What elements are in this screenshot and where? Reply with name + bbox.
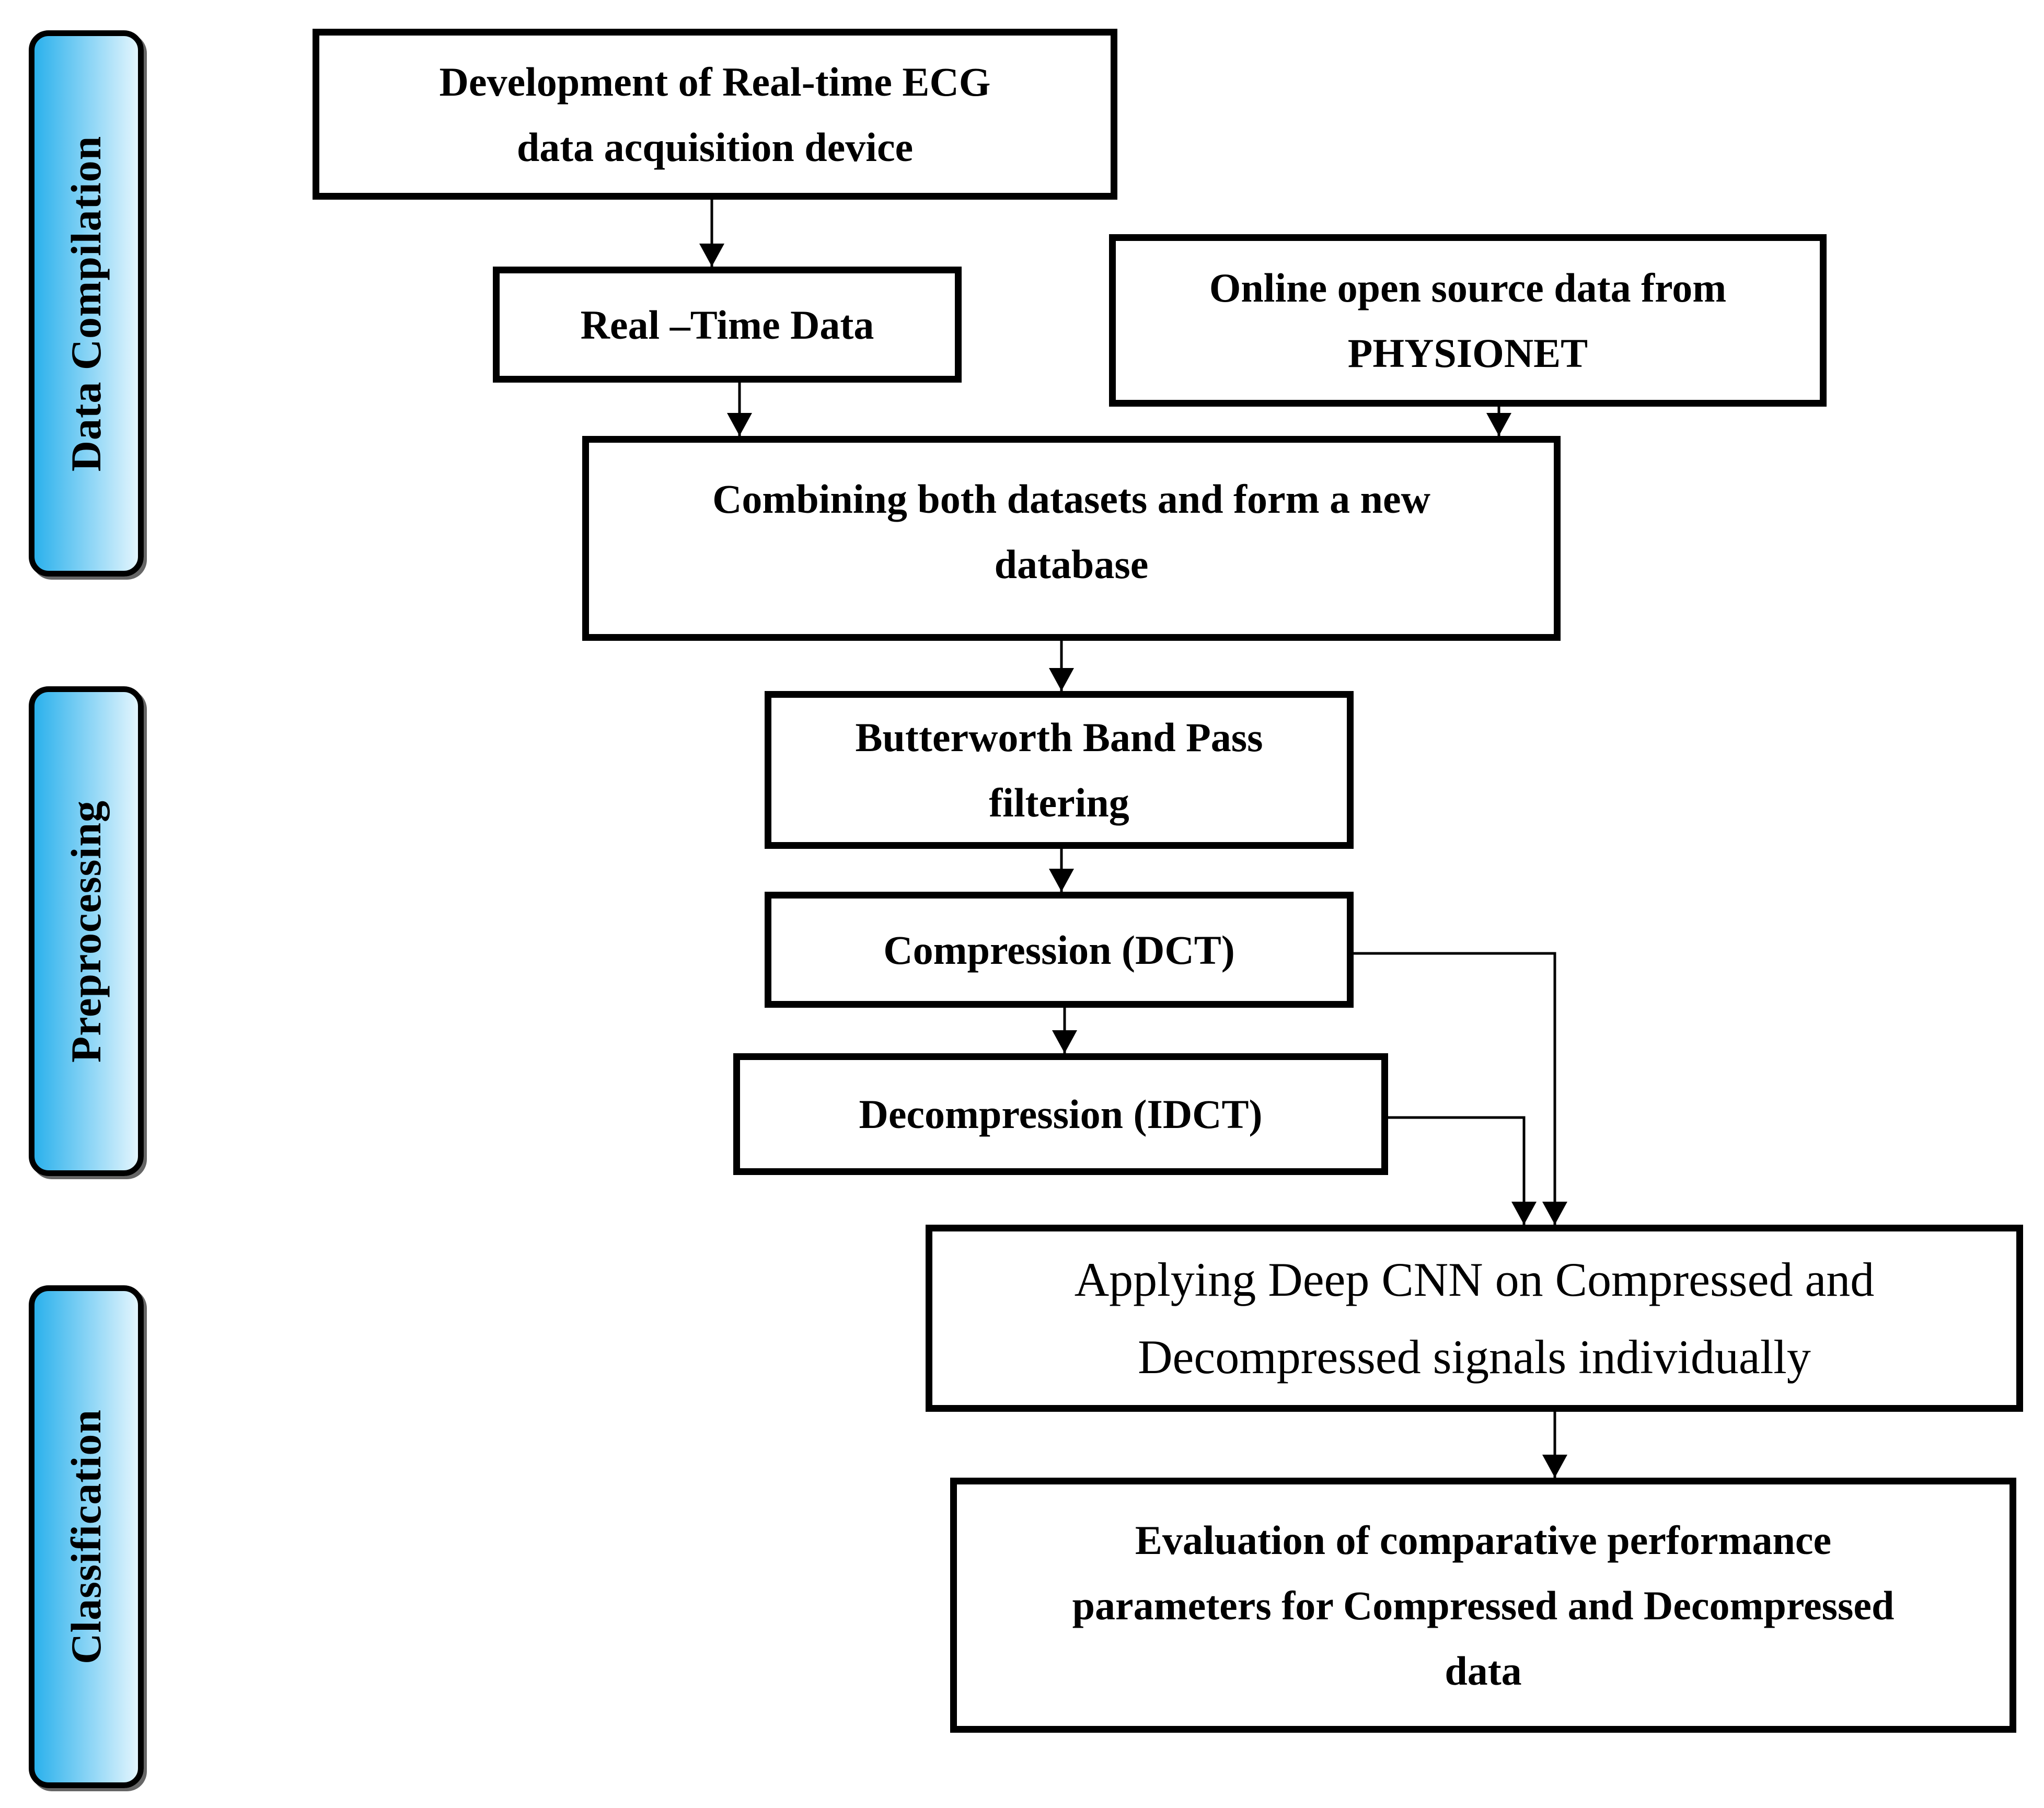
box-text-line: Online open source data from: [1209, 265, 1727, 310]
box-text-line: Butterworth Band Pass: [855, 715, 1263, 760]
box-text-line: Applying Deep CNN on Compressed and: [1074, 1253, 1875, 1306]
box-text-line: Decompressed signals individually: [1138, 1330, 1811, 1384]
box-text-line: Compression (DCT): [883, 927, 1235, 973]
box-text-line: database: [994, 542, 1149, 587]
arrow-decompression-to-cnn: [1388, 1116, 1537, 1225]
box-text-line: Development of Real-time ECG: [439, 59, 991, 105]
stage-classification-label: Classification: [62, 1409, 110, 1664]
box-text-line: Combining both datasets and form a new: [712, 476, 1430, 522]
box-text-line: Decompression (IDCT): [859, 1091, 1263, 1137]
box-combine-datasets: Combining both datasets and form a new d…: [582, 436, 1561, 641]
box-text-line: Real –Time Data: [580, 302, 874, 348]
stage-preprocessing: Preprocessing: [29, 686, 144, 1176]
box-performance-evaluation: Evaluation of comparative performance pa…: [950, 1478, 2016, 1733]
box-text-line: filtering: [989, 780, 1129, 825]
box-text-line: Evaluation of comparative performance: [1135, 1517, 1832, 1563]
stage-data-compilation: Data Compilation: [29, 30, 144, 577]
box-decompression-idct: Decompression (IDCT): [733, 1053, 1388, 1175]
box-compression-dct: Compression (DCT): [765, 892, 1354, 1008]
stage-preprocessing-label: Preprocessing: [62, 800, 110, 1063]
stage-classification: Classification: [29, 1285, 144, 1788]
box-text-line: data acquisition device: [516, 124, 914, 170]
box-physionet-data: Online open source data from PHYSIONET: [1109, 234, 1827, 407]
box-text-line: PHYSIONET: [1347, 330, 1588, 376]
box-real-time-data: Real –Time Data: [493, 267, 962, 383]
box-ecg-device-development: Development of Real-time ECG data acquis…: [313, 29, 1117, 200]
box-text-line: parameters for Compressed and Decompress…: [1072, 1582, 1895, 1628]
stage-data-compilation-label: Data Compilation: [62, 135, 110, 471]
box-deep-cnn: Applying Deep CNN on Compressed and Deco…: [926, 1225, 2023, 1412]
box-butterworth-filter: Butterworth Band Pass filtering: [765, 691, 1354, 849]
box-text-line: data: [1445, 1648, 1522, 1694]
